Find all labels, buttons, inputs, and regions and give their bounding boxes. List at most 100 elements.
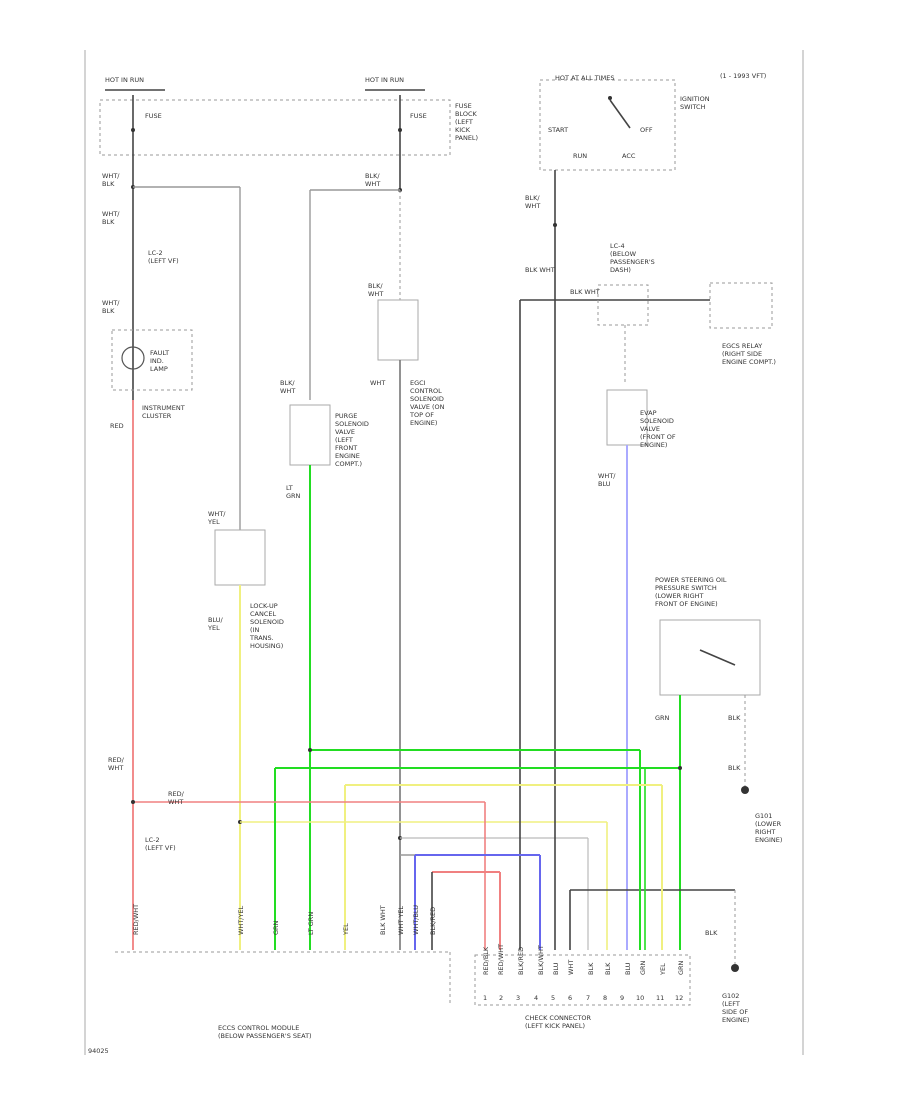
off-label: OFF — [640, 126, 653, 134]
ignition-arm — [609, 99, 631, 129]
figure-id: 94025 — [88, 1047, 109, 1055]
ecm-pin-label: YEL — [342, 923, 350, 936]
acc-label: ACC — [622, 152, 636, 160]
wht-label: WHT — [370, 379, 385, 387]
wht-yel-label: WHT/YEL — [207, 510, 226, 526]
junction-fuse2 — [398, 128, 402, 132]
conn-pin-label: GRN — [639, 960, 647, 975]
conn-pin-label: RED/WHT — [497, 944, 505, 975]
fuse-label-2: FUSE — [410, 112, 427, 120]
blk-wht-top-label: BLK/WHT — [365, 172, 380, 188]
check-connector-label: CHECK CONNECTOR(LEFT KICK PANEL) — [525, 1014, 592, 1030]
conn-pin-label: BLK/RED — [517, 947, 525, 975]
conn-pin-label: BLU — [552, 962, 560, 975]
ecm-pin-labels: RED/WHT WHT/YEL GRN LT GRN YEL BLK WHT W… — [132, 904, 437, 936]
red-wht-label-2: RED/WHT — [168, 790, 185, 806]
purge-solenoid-box — [289, 404, 331, 466]
conn-pin-label: BLK — [604, 962, 612, 975]
ign-contact — [608, 96, 612, 100]
pin-number: 9 — [620, 994, 624, 1002]
pin-number: 6 — [568, 994, 572, 1002]
hot-in-run-label-1: HOT IN RUN — [105, 76, 144, 84]
blk-wht-row-label: BLK WHT — [525, 266, 555, 274]
lc4-box — [597, 284, 649, 326]
junction-grn-ps — [678, 766, 682, 770]
blk-wht-sol-label: BLK/WHT — [368, 282, 383, 298]
pin-number: 5 — [551, 994, 555, 1002]
ecm-pin-label: GRN — [272, 920, 280, 935]
g101-ground — [741, 786, 749, 794]
conn-pin-label: RED/BLK — [482, 946, 490, 975]
conn-pin-label: YEL — [659, 963, 667, 976]
pin-number: 4 — [534, 994, 538, 1002]
ecm-pin-label: WHT/YEL — [237, 905, 245, 935]
ecm-pin-label: WHT YEL — [397, 906, 405, 935]
junction-red — [131, 800, 135, 804]
blk-wht-mid-label: BLK/WHT — [280, 379, 295, 395]
blk-label-3: BLK — [705, 929, 718, 937]
ecm-pin-label: BLK/RED — [429, 907, 437, 935]
fault-lamp-box — [111, 329, 193, 391]
ecm-pin-label: BLK WHT — [379, 905, 387, 935]
pin-number: 10 — [636, 994, 644, 1002]
pin-number: 12 — [675, 994, 683, 1002]
red-label: RED — [110, 422, 124, 430]
lockup-solenoid-box — [214, 529, 266, 586]
lc2-label-2: LC-2(LEFT VF) — [145, 836, 176, 852]
fuse-label-1: FUSE — [145, 112, 162, 120]
blk-label-2: BLK — [728, 764, 741, 772]
ecm-pin-label: LT GRN — [307, 912, 315, 935]
ps-switch-arm — [699, 649, 736, 666]
conn-pin-label: BLU — [624, 962, 632, 975]
ecm-label: ECCS CONTROL MODULE(BELOW PASSENGER'S SE… — [218, 1024, 312, 1040]
red-wht-label-1: RED/WHT — [108, 756, 125, 772]
pin-number: 11 — [656, 994, 664, 1002]
conn-pin-label: BLK — [587, 962, 595, 975]
junction-fuse1 — [131, 128, 135, 132]
junction-green — [308, 748, 312, 752]
blk-wht-ign-label: BLK/WHT — [525, 194, 540, 210]
junction-ign — [553, 223, 557, 227]
blk-label-1: BLK — [728, 714, 741, 722]
ecm-pin-label: WHT/BLU — [412, 905, 420, 935]
pin-number: 7 — [586, 994, 590, 1002]
blu-yel-label: BLU/YEL — [207, 616, 224, 632]
fuse-block-box — [99, 99, 451, 156]
hot-at-all-times-label: HOT AT ALL TIMES — [555, 74, 615, 82]
pin-number: 1 — [483, 994, 487, 1002]
wht-blu-sol-label: WHT/BLU — [598, 472, 616, 488]
ignition-switch-box — [539, 79, 676, 171]
grn-label: GRN — [655, 714, 670, 722]
conn-pin-label: WHT — [567, 960, 575, 975]
connector-pin-labels: RED/BLK RED/WHT BLK/RED BLK/WHT BLU WHT … — [482, 944, 685, 976]
g102-ground — [731, 964, 739, 972]
pin-number: 3 — [516, 994, 520, 1002]
pin-number: 8 — [603, 994, 607, 1002]
hot-in-run-label-2: HOT IN RUN — [365, 76, 404, 84]
start-label: START — [548, 126, 568, 134]
conn-pin-label: BLK/WHT — [537, 945, 545, 975]
egci-solenoid-box — [377, 299, 419, 361]
wht-blk-label-3: WHT/BLK — [102, 299, 120, 315]
lc2-label-1: LC-2(LEFT VF) — [148, 249, 179, 265]
wht-blk-label-2: WHT/BLK — [102, 210, 120, 226]
conn-pin-label: GRN — [677, 960, 685, 975]
year-note: (1 - 1993 VFT) — [720, 72, 766, 80]
run-label: RUN — [573, 152, 587, 160]
pin-number: 2 — [499, 994, 503, 1002]
